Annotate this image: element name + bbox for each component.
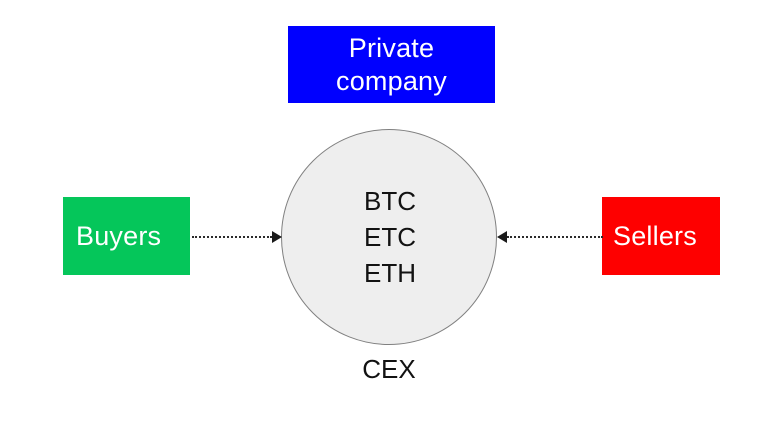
edge-sellers-to-exchange xyxy=(497,230,603,244)
node-exchange-circle[interactable] xyxy=(281,129,497,345)
edge-line xyxy=(192,236,272,238)
edge-buyers-to-exchange xyxy=(192,230,282,244)
node-private-company-label: Private company xyxy=(336,33,447,96)
node-buyers[interactable]: Buyers xyxy=(63,197,190,275)
node-buyers-label: Buyers xyxy=(76,220,162,251)
node-sellers-label: Sellers xyxy=(613,220,697,251)
exchange-caption: CEX xyxy=(362,354,416,384)
arrowhead-right-icon xyxy=(272,231,282,243)
node-sellers[interactable]: Sellers xyxy=(602,197,720,275)
edge-line xyxy=(507,236,603,238)
node-private-company[interactable]: Private company xyxy=(288,26,495,103)
exchange-asset-list: BTC ETC ETH xyxy=(364,186,416,288)
arrowhead-left-icon xyxy=(497,231,507,243)
